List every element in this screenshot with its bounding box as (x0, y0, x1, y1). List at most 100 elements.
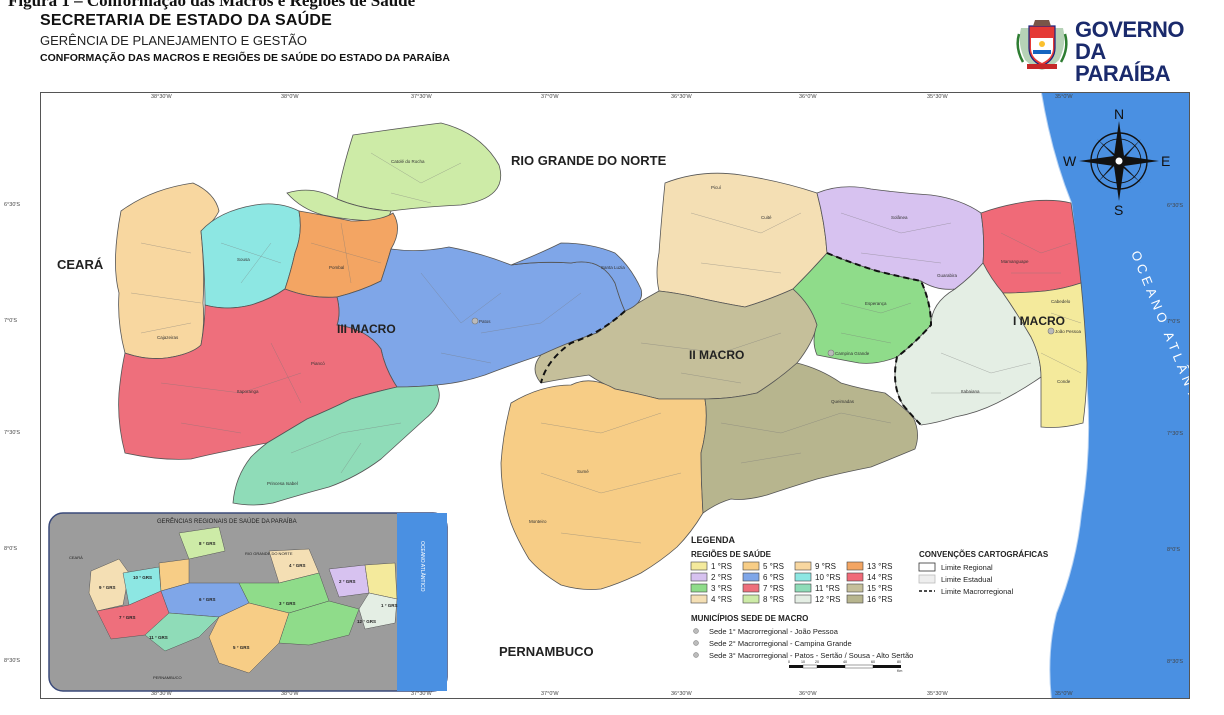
legend-swatch (742, 561, 760, 571)
svg-text:Limite Estadual: Limite Estadual (941, 575, 993, 584)
svg-text:0: 0 (788, 660, 790, 664)
legend-swatch (690, 583, 708, 593)
svg-text:60: 60 (871, 660, 875, 664)
legend-swatch-label: 1 °RS (711, 562, 732, 571)
legend-swatch (690, 572, 708, 582)
label-ceara: CEARÁ (57, 257, 104, 272)
municipality-lines (130, 152, 1082, 544)
svg-text:Patos: Patos (479, 319, 491, 324)
region-8rs (336, 122, 501, 212)
legend-swatch (742, 572, 760, 582)
legend-swatch (742, 594, 760, 604)
svg-text:Pombal: Pombal (329, 265, 344, 270)
svg-text:Sumé: Sumé (577, 469, 589, 474)
legend-swatch (846, 594, 864, 604)
svg-text:Catolé do Rocha: Catolé do Rocha (391, 159, 425, 164)
legend-swatch (846, 561, 864, 571)
region-1rs (1002, 282, 1088, 428)
sede-campina-marker (827, 349, 835, 357)
svg-text:Sousa: Sousa (237, 257, 250, 262)
macro-boundary-3-2 (540, 310, 626, 384)
svg-text:1 ° GRS: 1 ° GRS (381, 603, 398, 608)
svg-text:11 ° GRS: 11 ° GRS (149, 635, 168, 640)
svg-text:RIO GRANDE DO NORTE: RIO GRANDE DO NORTE (245, 551, 293, 556)
svg-text:Picuí: Picuí (711, 185, 722, 190)
svg-text:20: 20 (815, 660, 819, 664)
legend-swatch (690, 561, 708, 571)
legend-swatch (846, 572, 864, 582)
svg-text:10 ° GRS: 10 ° GRS (133, 575, 152, 580)
inset-map: GERÊNCIAS REGIONAIS DE SAÚDE DA PARAÍBA … (48, 512, 448, 692)
svg-text:Mamanguape: Mamanguape (1001, 259, 1029, 264)
svg-text:2 ° GRS: 2 ° GRS (339, 579, 356, 584)
svg-text:Limite Regional: Limite Regional (941, 563, 993, 572)
svg-text:CEARÁ: CEARÁ (69, 555, 83, 560)
svg-text:S: S (1114, 202, 1123, 218)
svg-text:80: 80 (897, 660, 901, 664)
svg-text:REGIÕES DE SAÚDE: REGIÕES DE SAÚDE (691, 550, 772, 559)
svg-text:PERNAMBUCO: PERNAMBUCO (153, 675, 182, 680)
svg-text:6 ° GRS: 6 ° GRS (199, 597, 216, 602)
svg-text:Sede 1° Macrorregional - João: Sede 1° Macrorregional - João Pessoa (709, 627, 839, 636)
svg-text:10: 10 (801, 660, 805, 664)
svg-text:4 ° GRS: 4 ° GRS (289, 563, 306, 568)
svg-text:OCEANO ATLÂNTICO: OCEANO ATLÂNTICO (419, 541, 426, 592)
svg-text:12 ° GRS: 12 ° GRS (357, 619, 376, 624)
svg-text:Itaporanga: Itaporanga (237, 389, 259, 394)
svg-text:3 ° GRS: 3 ° GRS (279, 601, 296, 606)
svg-text:Sede 2° Macrorregional - Campi: Sede 2° Macrorregional - Campina Grande (709, 639, 852, 648)
scale-bar: 0 10 20 40 60 80 Km (788, 660, 902, 673)
cutoff-caption-text: Figura 1 – Conformação das Macros e Regi… (8, 0, 416, 10)
label-i-macro: I MACRO (1013, 314, 1065, 328)
svg-text:João Pessoa: João Pessoa (1055, 329, 1082, 334)
logo-line2: DA PARAÍBA (1075, 39, 1171, 86)
svg-text:Sede 3° Macrorregional - Patos: Sede 3° Macrorregional - Patos - Sertão … (709, 651, 913, 660)
svg-text:Cajazeiras: Cajazeiras (157, 335, 179, 340)
svg-text:Piancó: Piancó (311, 361, 325, 366)
svg-text:Guarabira: Guarabira (937, 273, 958, 278)
svg-text:Queimadas: Queimadas (831, 399, 855, 404)
map-frame: RIO GRANDE DO NORTE CEARÁ PERNAMBUCO OCE… (40, 92, 1190, 699)
svg-text:W: W (1063, 153, 1077, 169)
header-secretaria: SECRETARIA DE ESTADO DA SAÚDE (40, 12, 333, 29)
svg-text:7 ° GRS: 7 ° GRS (119, 615, 136, 620)
svg-text:40: 40 (843, 660, 847, 664)
label-ii-macro: II MACRO (689, 348, 744, 362)
svg-text:MUNICÍPIOS SEDE DE MACRO: MUNICÍPIOS SEDE DE MACRO (691, 614, 808, 623)
macro-boundary-2-1 (826, 252, 933, 426)
logo-text: GOVERNO DA PARAÍBA (1075, 19, 1195, 85)
svg-text:Limite Macrorregional: Limite Macrorregional (941, 587, 1013, 596)
header-map-title: CONFORMAÇÃO DAS MACROS E REGIÕES DE SAÚD… (40, 52, 450, 64)
svg-text:CONVENÇÕES CARTOGRÁFICAS: CONVENÇÕES CARTOGRÁFICAS (919, 550, 1049, 559)
legend-swatch-label: 12 °RS (815, 595, 840, 604)
svg-text:Esperança: Esperança (865, 301, 887, 306)
legend-swatch (794, 583, 812, 593)
municipality-names: Patos Campina Grande João Pessoa Sousa C… (157, 159, 1082, 524)
legend-swatch-label: 14 °RS (867, 573, 892, 582)
label-iii-macro: III MACRO (337, 322, 396, 336)
svg-text:N: N (1114, 106, 1124, 122)
legend-swatch (794, 594, 812, 604)
region-12rs (894, 262, 1042, 426)
compass-rose-icon: N S E W (1063, 106, 1170, 218)
region-9rs (115, 182, 220, 359)
legend-swatch (742, 583, 760, 593)
map-header: SECRETARIA DE ESTADO DA SAÚDE GERÊNCIA D… (40, 12, 450, 64)
region-15rs (700, 362, 918, 514)
legend-swatch-label: 8 °RS (763, 595, 784, 604)
region-11rs (232, 384, 440, 506)
health-regions (115, 122, 1088, 590)
svg-text:E: E (1161, 153, 1170, 169)
svg-text:Km: Km (897, 669, 902, 673)
header-gerencia: GERÊNCIA DE PLANEJAMENTO E GESTÃO (40, 33, 308, 48)
legend-swatch (846, 583, 864, 593)
svg-text:Monteiro: Monteiro (529, 519, 547, 524)
legend-swatch (794, 572, 812, 582)
legend-swatch (794, 561, 812, 571)
top-cutoff-caption: Figura 1 – Conformação das Macros e Regi… (0, 0, 1224, 10)
legend-swatch-label: 2 °RS (711, 573, 732, 582)
legend-swatch-label: 13 °RS (867, 562, 892, 571)
region-6rs-north (510, 242, 643, 312)
svg-text:8 ° GRS: 8 ° GRS (199, 541, 216, 546)
legend-swatch-label: 15 °RS (867, 584, 892, 593)
